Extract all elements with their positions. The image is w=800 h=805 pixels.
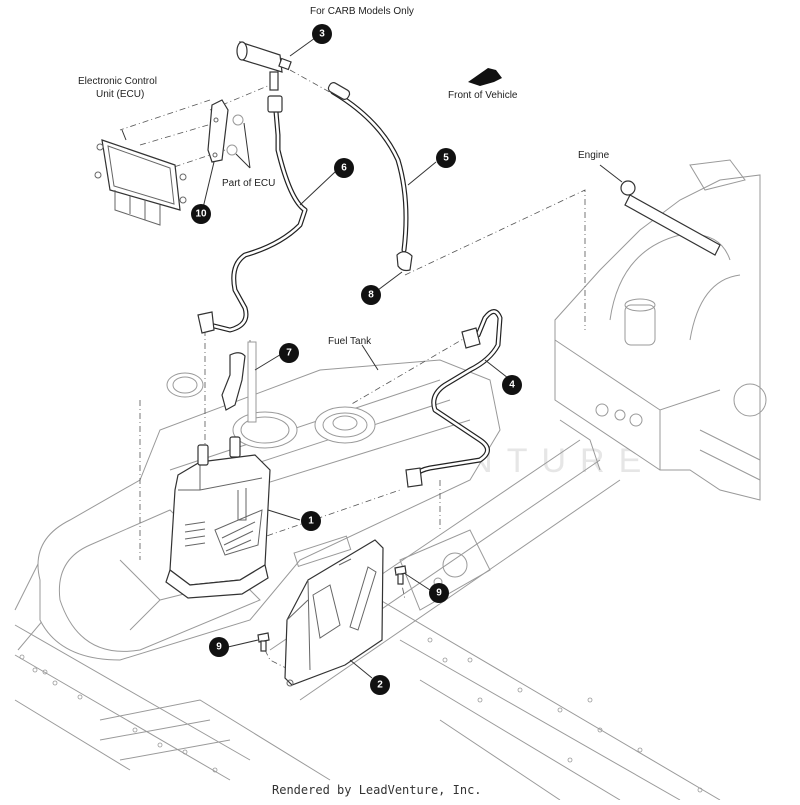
bolt-right [394, 565, 431, 591]
callout-8[interactable]: 8 [361, 285, 381, 305]
purge-valve [236, 37, 316, 91]
canister-bracket [284, 539, 384, 687]
ecu-bracket [202, 99, 251, 209]
ecu [94, 129, 187, 226]
svg-text:9: 9 [216, 642, 222, 653]
engine-label: Engine [578, 150, 610, 161]
callout-4[interactable]: 4 [502, 375, 522, 395]
evap-canister [165, 436, 301, 599]
callout-1[interactable]: 1 [301, 511, 321, 531]
svg-text:5: 5 [443, 153, 449, 164]
label-leaders [361, 164, 623, 371]
hose-7 [221, 341, 284, 423]
svg-text:3: 3 [319, 29, 325, 40]
svg-text:2: 2 [377, 680, 383, 691]
callout-9-right[interactable]: 9 [429, 583, 449, 603]
hose-4 [405, 309, 509, 488]
front-of-vehicle-label: Front of Vehicle [448, 90, 518, 101]
svg-text:9: 9 [436, 588, 442, 599]
callout-7[interactable]: 7 [279, 343, 299, 363]
callout-6[interactable]: 6 [334, 158, 354, 178]
svg-text:6: 6 [341, 163, 347, 174]
part-of-ecu-label: Part of ECU [222, 178, 275, 189]
svg-text:4: 4 [509, 380, 515, 391]
hose-5 [327, 82, 437, 253]
svg-text:10: 10 [195, 209, 207, 220]
ecu-label-line2: Unit (ECU) [96, 89, 144, 100]
svg-text:7: 7 [286, 348, 292, 359]
fuel-tank-label: Fuel Tank [328, 336, 372, 347]
callout-9-left[interactable]: 9 [209, 637, 229, 657]
callout-10[interactable]: 10 [191, 204, 211, 224]
footer-credit: Rendered by LeadVenture, Inc. [272, 783, 482, 797]
svg-text:1: 1 [308, 516, 314, 527]
carb-note: For CARB Models Only [310, 6, 414, 17]
engine [554, 159, 767, 501]
callout-5[interactable]: 5 [436, 148, 456, 168]
callout-3[interactable]: 3 [312, 24, 332, 44]
svg-text:8: 8 [368, 290, 374, 301]
ecu-label-line1: Electronic Control [78, 76, 157, 87]
hose-clip [377, 251, 413, 291]
hose-6 [197, 95, 336, 334]
callout-2[interactable]: 2 [370, 675, 390, 695]
front-of-vehicle-arrow-icon [468, 68, 502, 86]
bolt-left [227, 632, 270, 652]
